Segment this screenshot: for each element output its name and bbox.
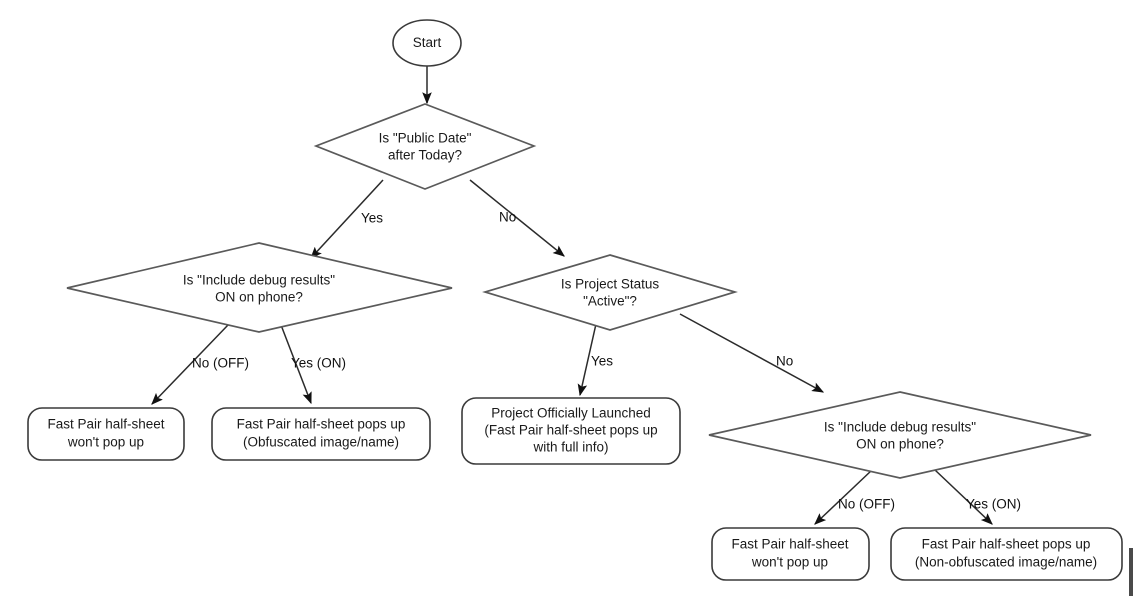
edge-label-project-status-yes: Yes [591, 354, 613, 369]
terminal-right-on-line1: Fast Pair half-sheet pops up [922, 537, 1091, 552]
public-date-label-line2: after Today? [388, 148, 462, 163]
terminal-launched-line2: (Fast Pair half-sheet pops up [484, 423, 657, 438]
debug-left-diamond-shape [66, 242, 453, 333]
node-decision-debug-right[interactable]: Is "Include debug results" ON on phone? [708, 391, 1092, 479]
debug-right-diamond-shape [708, 391, 1092, 479]
right-edge-artifact [1129, 548, 1133, 596]
terminal-left-on-shape [211, 407, 431, 461]
edge-label-project-status-no: No [776, 354, 793, 369]
debug-right-label-line2: ON on phone? [856, 437, 944, 452]
edge-public-date-no [469, 179, 565, 257]
edge-debug-right-no [814, 469, 873, 525]
edge-label-group: Yes No No (OFF) Yes (ON) Yes No No (OFF)… [192, 210, 1021, 512]
terminal-left-off-line2: won't pop up [67, 435, 144, 450]
edge-label-debug-right-yes: Yes (ON) [966, 497, 1021, 512]
project-status-diamond-shape [482, 254, 738, 331]
project-status-label-line2: "Active"? [583, 294, 637, 309]
terminal-launched-line1: Project Officially Launched [491, 406, 651, 421]
node-decision-project-status[interactable]: Is Project Status "Active"? [482, 254, 738, 331]
debug-left-label-line1: Is "Include debug results" [183, 273, 335, 288]
edge-project-status-yes [577, 323, 597, 397]
start-ellipse-shape [392, 19, 462, 67]
edge-label-debug-right-no: No (OFF) [838, 497, 895, 512]
edge-project-status-no [679, 313, 825, 393]
terminal-left-on-line2: (Obfuscated image/name) [243, 435, 399, 450]
edge-debug-right-yes [934, 469, 993, 525]
edge-group [151, 66, 993, 525]
project-status-label-line1: Is Project Status [561, 277, 660, 292]
node-decision-public-date[interactable]: Is "Public Date" after Today? [313, 103, 537, 190]
edge-label-debug-left-yes: Yes (ON) [291, 356, 346, 371]
edge-label-public-date-no: No [499, 210, 516, 225]
node-terminal-launched[interactable]: Project Officially Launched (Fast Pair h… [461, 397, 681, 465]
node-terminal-left-off[interactable]: Fast Pair half-sheet won't pop up [27, 407, 185, 461]
terminal-right-on-shape [890, 527, 1123, 581]
terminal-left-on-line1: Fast Pair half-sheet pops up [237, 417, 406, 432]
terminal-left-off-shape [27, 407, 185, 461]
node-terminal-left-on[interactable]: Fast Pair half-sheet pops up (Obfuscated… [211, 407, 431, 461]
edge-label-debug-left-no: No (OFF) [192, 356, 249, 371]
node-terminal-right-on[interactable]: Fast Pair half-sheet pops up (Non-obfusc… [890, 527, 1123, 581]
terminal-launched-line3: with full info) [532, 440, 608, 455]
edge-debug-left-no [151, 324, 229, 405]
terminal-left-off-line1: Fast Pair half-sheet [47, 417, 164, 432]
debug-left-label-line2: ON on phone? [215, 290, 303, 305]
terminal-right-off-shape [711, 527, 870, 581]
node-decision-debug-left[interactable]: Is "Include debug results" ON on phone? [66, 242, 453, 333]
edge-debug-left-yes [280, 324, 312, 405]
node-terminal-right-off[interactable]: Fast Pair half-sheet won't pop up [711, 527, 870, 581]
terminal-right-on-line2: (Non-obfuscated image/name) [915, 555, 1097, 570]
public-date-label-line1: Is "Public Date" [379, 131, 472, 146]
terminal-right-off-line2: won't pop up [751, 555, 828, 570]
debug-right-label-line1: Is "Include debug results" [824, 420, 976, 435]
public-date-diamond-shape [313, 103, 537, 190]
terminal-launched-shape [461, 397, 681, 465]
start-label: Start [413, 35, 442, 50]
edge-public-date-yes [310, 179, 384, 259]
node-start[interactable]: Start [392, 19, 462, 67]
terminal-right-off-line1: Fast Pair half-sheet [731, 537, 848, 552]
edge-label-public-date-yes: Yes [361, 211, 383, 226]
